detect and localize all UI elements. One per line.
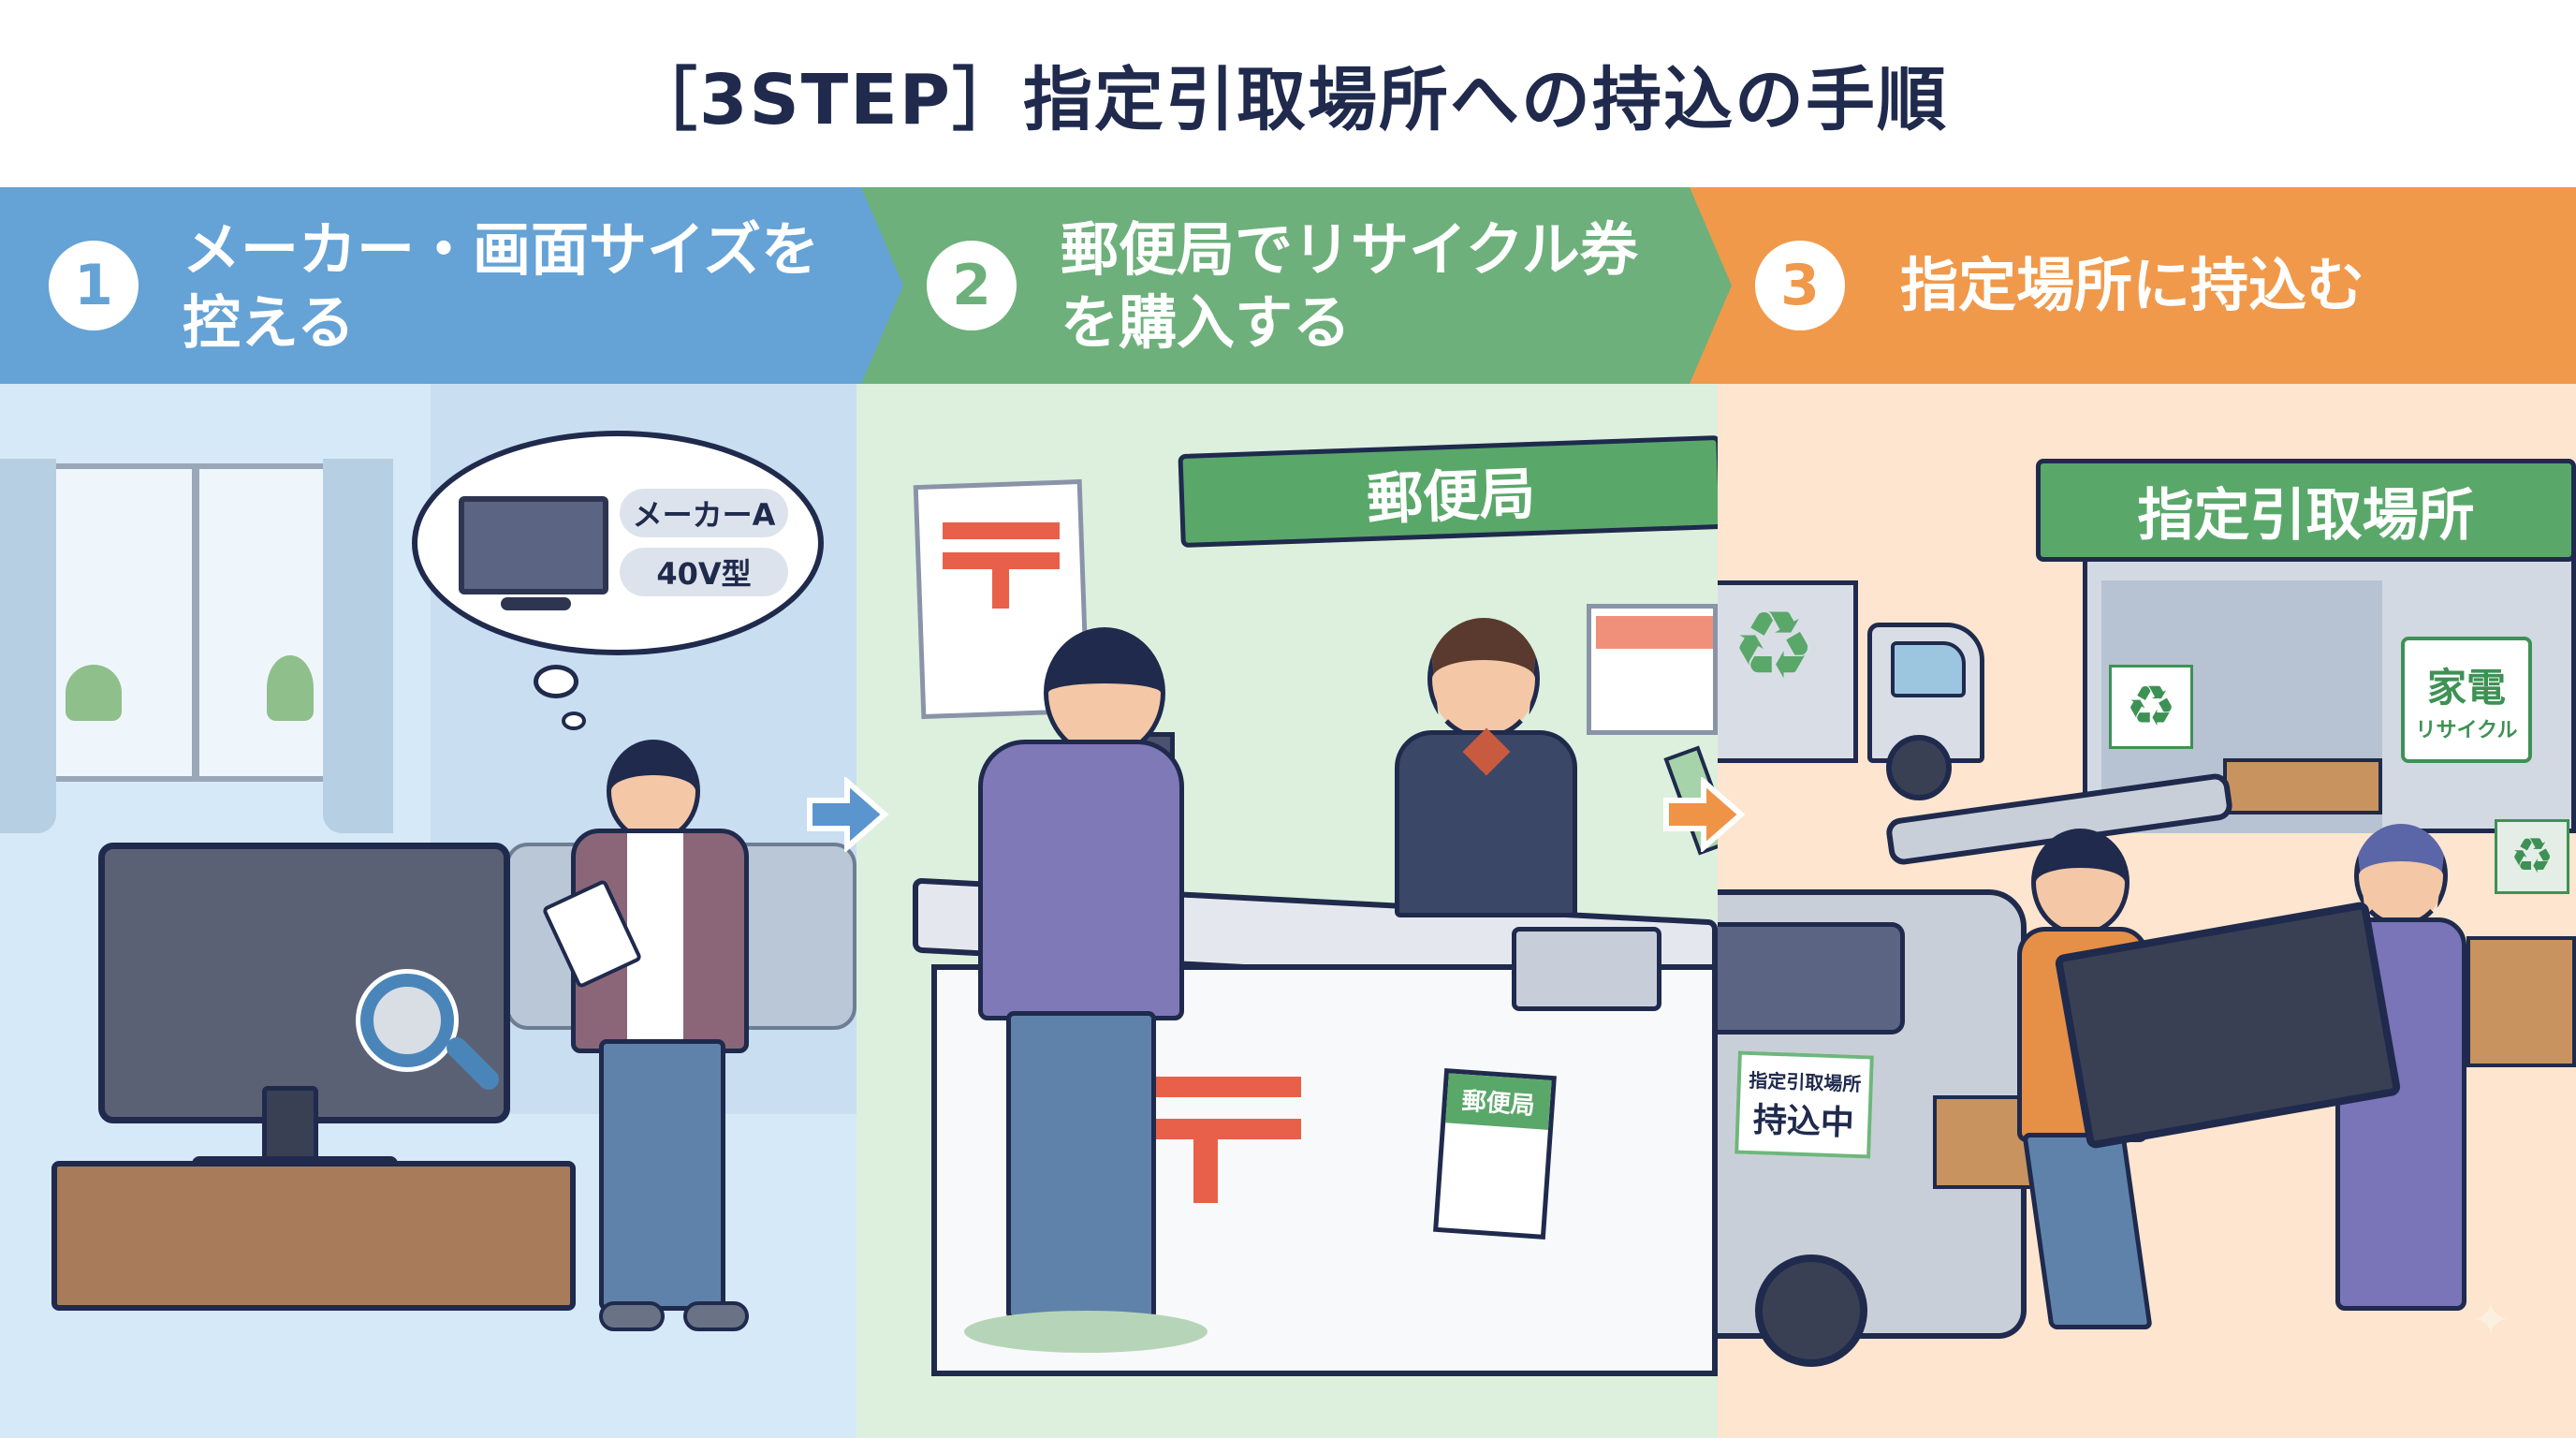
post-office-mark-icon — [1109, 1077, 1301, 1097]
home-appliance-recycle-sign: 家電 リサイクル — [2401, 637, 2532, 763]
customer-legs — [1006, 1011, 1156, 1320]
curtain-left — [0, 459, 56, 833]
car-sticker-line2: 持込中 — [1752, 1100, 1855, 1143]
title-bar: ［3STEP］指定引取場所への持込の手順 — [0, 0, 2576, 187]
magnifier-icon — [360, 974, 454, 1067]
tv-icon — [459, 496, 608, 594]
recycle-icon: ♻ — [2495, 819, 2569, 894]
floor-shadow — [964, 1311, 1208, 1353]
car-sticker-line1: 指定引取場所 — [1748, 1068, 1862, 1095]
step-2-illustration: 郵便局 郵便局 — [856, 384, 1718, 1438]
plant-icon — [267, 655, 314, 721]
recycle-icon: ♻ — [2109, 665, 2193, 749]
step-3-label: 指定場所に持込む — [1900, 251, 2365, 319]
post-office-mark-icon — [1193, 1133, 1218, 1203]
window-frame — [192, 463, 199, 782]
step-2-number-badge: 2 — [927, 241, 1017, 330]
post-office-mark-icon — [992, 566, 1009, 609]
thought-bubble-dot — [534, 665, 578, 698]
pallet — [2223, 758, 2382, 814]
register-icon — [1512, 927, 1661, 1011]
step-1-number-badge: 1 — [49, 241, 139, 330]
truck-window — [1891, 641, 1966, 697]
tv-stand-icon — [501, 597, 571, 610]
step-3-illustration: 指定引取場所 家電 リサイクル ♻ ♻ ♻ 指定引取場所 持込中 ✦ — [1718, 384, 2576, 1438]
plant-icon — [66, 665, 122, 721]
pallet — [2466, 936, 2576, 1067]
step-2-label: 郵便局でリサイクル券 を購入する — [1061, 215, 1638, 357]
arrow-right-icon — [1663, 777, 1746, 852]
person-legs — [599, 1039, 725, 1311]
page-title: ［3STEP］指定引取場所への持込の手順 — [627, 59, 1949, 140]
curtain-right — [323, 459, 393, 833]
step-1-header: 1 メーカー・画面サイズを 控える — [0, 187, 903, 384]
post-office-sign: 郵便局 — [1178, 434, 1718, 549]
truck-wheel — [1886, 735, 1952, 800]
recycle-sign-line1: 家電 — [2426, 665, 2506, 711]
step-3-number-badge: 3 — [1755, 241, 1845, 330]
post-office-mark-icon — [943, 552, 1060, 569]
person-shoe — [683, 1301, 749, 1331]
step-1-label: メーカー・画面サイズを 控える — [183, 215, 820, 357]
clerk-head — [1427, 618, 1540, 740]
screen-size-label: 40V型 — [620, 548, 788, 596]
recycle-sign-line2: リサイクル — [2415, 719, 2518, 742]
tv-cabinet — [51, 1161, 576, 1311]
arrow-right-icon — [807, 777, 889, 852]
customer-head — [2031, 829, 2130, 936]
customer-head — [1044, 627, 1165, 758]
thought-bubble-dot — [562, 712, 586, 730]
step-3-header: 3 指定場所に持込む — [1685, 187, 2576, 384]
post-office-mark-icon — [1109, 1119, 1301, 1139]
customer-body — [978, 740, 1184, 1020]
counter-sheet-title: 郵便局 — [1445, 1073, 1552, 1130]
person-shoe — [599, 1301, 665, 1331]
notice-board-header — [1596, 616, 1713, 649]
customer-legs — [2022, 1133, 2153, 1329]
tv-icon — [98, 843, 510, 1123]
post-office-mark-icon — [943, 522, 1060, 539]
step-2-header: 2 郵便局でリサイクル券 を購入する — [856, 187, 1732, 384]
person-head — [607, 740, 700, 843]
worker-body — [2335, 917, 2466, 1311]
car-sticker: 指定引取場所 持込中 — [1734, 1050, 1874, 1159]
truck-icon — [1718, 580, 1858, 763]
designated-site-sign: 指定引取場所 — [2036, 459, 2576, 562]
recycle-icon: ♻ — [1732, 591, 1816, 700]
counter-sheet: 郵便局 — [1433, 1068, 1557, 1240]
car-window — [1718, 922, 1905, 1034]
step-1-illustration: メーカーA 40V型 — [0, 384, 856, 1438]
car-wheel — [1755, 1255, 1867, 1367]
maker-label: メーカーA — [620, 489, 788, 537]
person-shirt — [627, 833, 683, 1049]
sparkle-icon: ✦ — [2471, 1293, 2510, 1347]
